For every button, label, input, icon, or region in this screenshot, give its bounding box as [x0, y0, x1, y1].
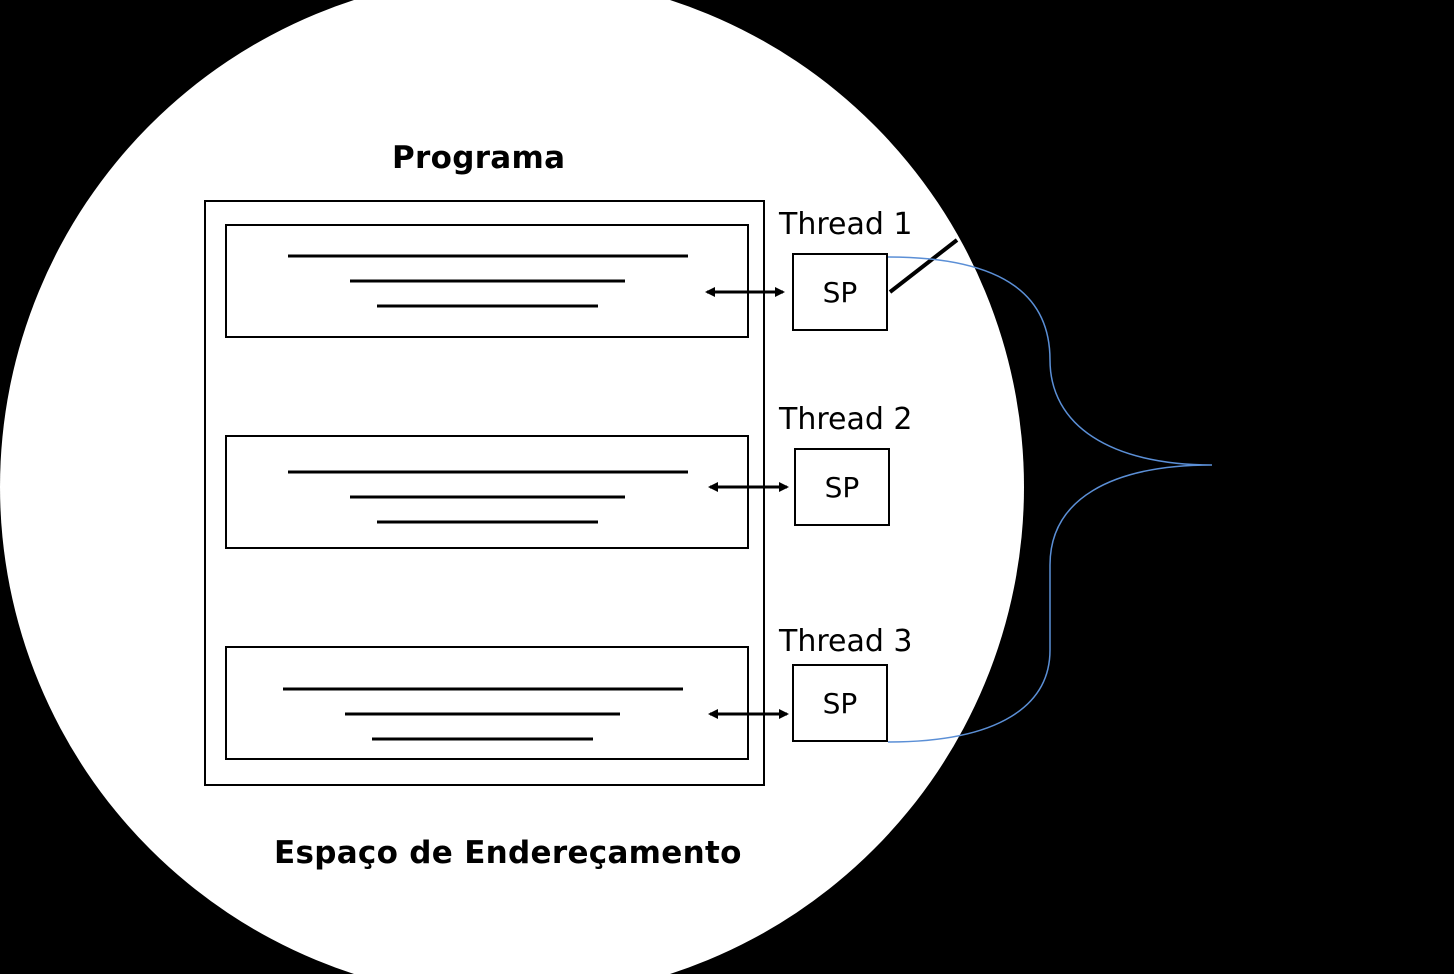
- address-space-label: Espaço de Endereçamento: [274, 835, 742, 871]
- thread-1-pointer-line: [888, 238, 959, 294]
- thread-1-label: Thread 1: [779, 207, 913, 242]
- code-block-3: [225, 646, 749, 760]
- code-block-2: [225, 435, 749, 549]
- curly-brace: [887, 256, 1213, 743]
- thread-3-sp-register: SP: [792, 664, 888, 742]
- thread-2-sp-register: SP: [794, 448, 890, 526]
- thread-2-label: Thread 2: [779, 402, 913, 437]
- code-block-1: [225, 224, 749, 338]
- program-title: Programa: [392, 140, 566, 176]
- thread-3-label: Thread 3: [779, 624, 913, 659]
- thread-1-sp-register: SP: [792, 253, 888, 331]
